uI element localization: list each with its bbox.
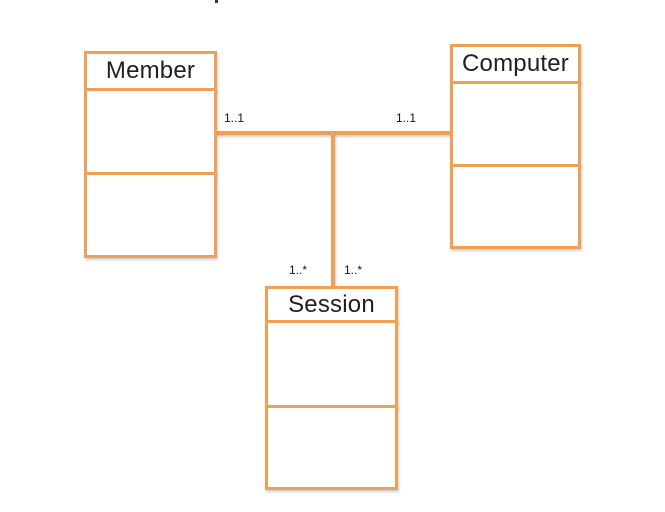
class-box-computer[interactable]: Computer — [450, 44, 581, 249]
class-attributes-member — [84, 88, 217, 175]
class-title-session: Session — [265, 286, 398, 323]
cropped-text-artifact — [215, 0, 218, 3]
class-attributes-session — [265, 320, 398, 408]
class-attributes-computer — [450, 81, 581, 167]
class-title-computer: Computer — [450, 44, 581, 84]
multiplicity-session-right: 1..* — [344, 263, 363, 277]
class-operations-member — [84, 172, 217, 258]
class-name-label: Computer — [462, 50, 569, 77]
class-name-label: Session — [288, 290, 375, 318]
association-line-vertical[interactable] — [331, 131, 335, 289]
multiplicity-member-end: 1..1 — [224, 111, 245, 125]
class-box-member[interactable]: Member — [84, 51, 217, 258]
multiplicity-session-left: 1..* — [289, 263, 308, 277]
multiplicity-computer-end: 1..1 — [396, 111, 417, 125]
class-operations-session — [265, 405, 398, 490]
class-box-session[interactable]: Session — [265, 286, 398, 490]
class-title-member: Member — [84, 51, 217, 91]
class-operations-computer — [450, 164, 581, 249]
class-name-label: Member — [105, 57, 196, 84]
